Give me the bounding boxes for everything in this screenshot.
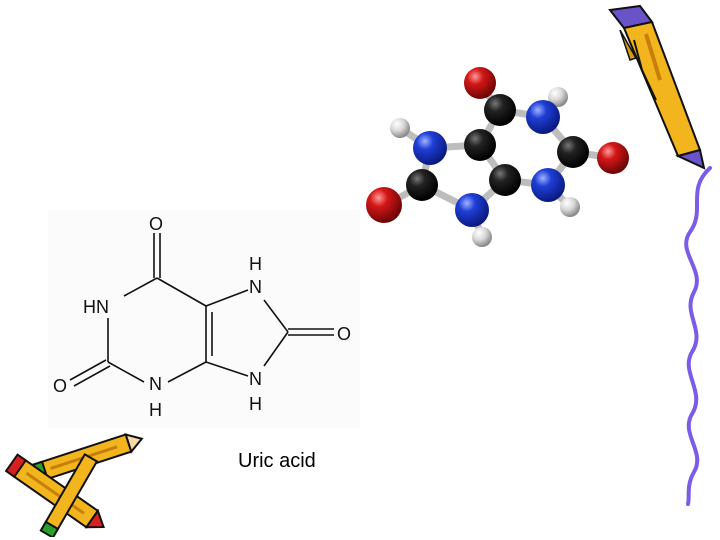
oxygen-atom [464, 67, 496, 99]
oxygen-label-right: O [337, 324, 351, 344]
carbon-atom [557, 136, 589, 168]
hydrogen-atom [560, 197, 580, 217]
pencils-icon [4, 433, 144, 537]
carbon-atom [406, 169, 438, 201]
hydrogen-label-n9: H [249, 394, 262, 414]
hydrogen-label-n3: H [149, 400, 162, 420]
nitrogen-label-n3: N [149, 374, 162, 394]
pen-icon [608, 4, 706, 170]
oxygen-label-left: O [53, 376, 67, 396]
hydrogen-label-n7: H [249, 254, 262, 274]
nitrogen-label-n7: N [249, 277, 262, 297]
nitrogen-atom [531, 168, 565, 202]
hn-label: HN [83, 297, 109, 317]
oxygen-atom [366, 187, 402, 223]
hydrogen-atom [390, 118, 410, 138]
model-atoms [366, 67, 629, 247]
structure-diagram: O H N HN O O N N H H [48, 210, 360, 428]
nitrogen-atom [526, 100, 560, 134]
hydrogen-atom [472, 227, 492, 247]
nitrogen-label-n9: N [249, 369, 262, 389]
nitrogen-atom [455, 193, 489, 227]
ball-and-stick-model [366, 67, 629, 247]
bonds [69, 233, 334, 387]
oxygen-atom [597, 142, 629, 174]
oxygen-label-top: O [149, 214, 163, 234]
caption-uric-acid: Uric acid [238, 450, 316, 472]
carbon-atom [464, 129, 496, 161]
wavy-line-decoration [684, 166, 712, 506]
hydrogen-atom [548, 87, 568, 107]
nitrogen-atom [413, 131, 447, 165]
carbon-atom [489, 164, 521, 196]
carbon-atom [484, 94, 516, 126]
uric-acid-skeletal-formula: O H N HN O O N N H H [53, 214, 351, 420]
